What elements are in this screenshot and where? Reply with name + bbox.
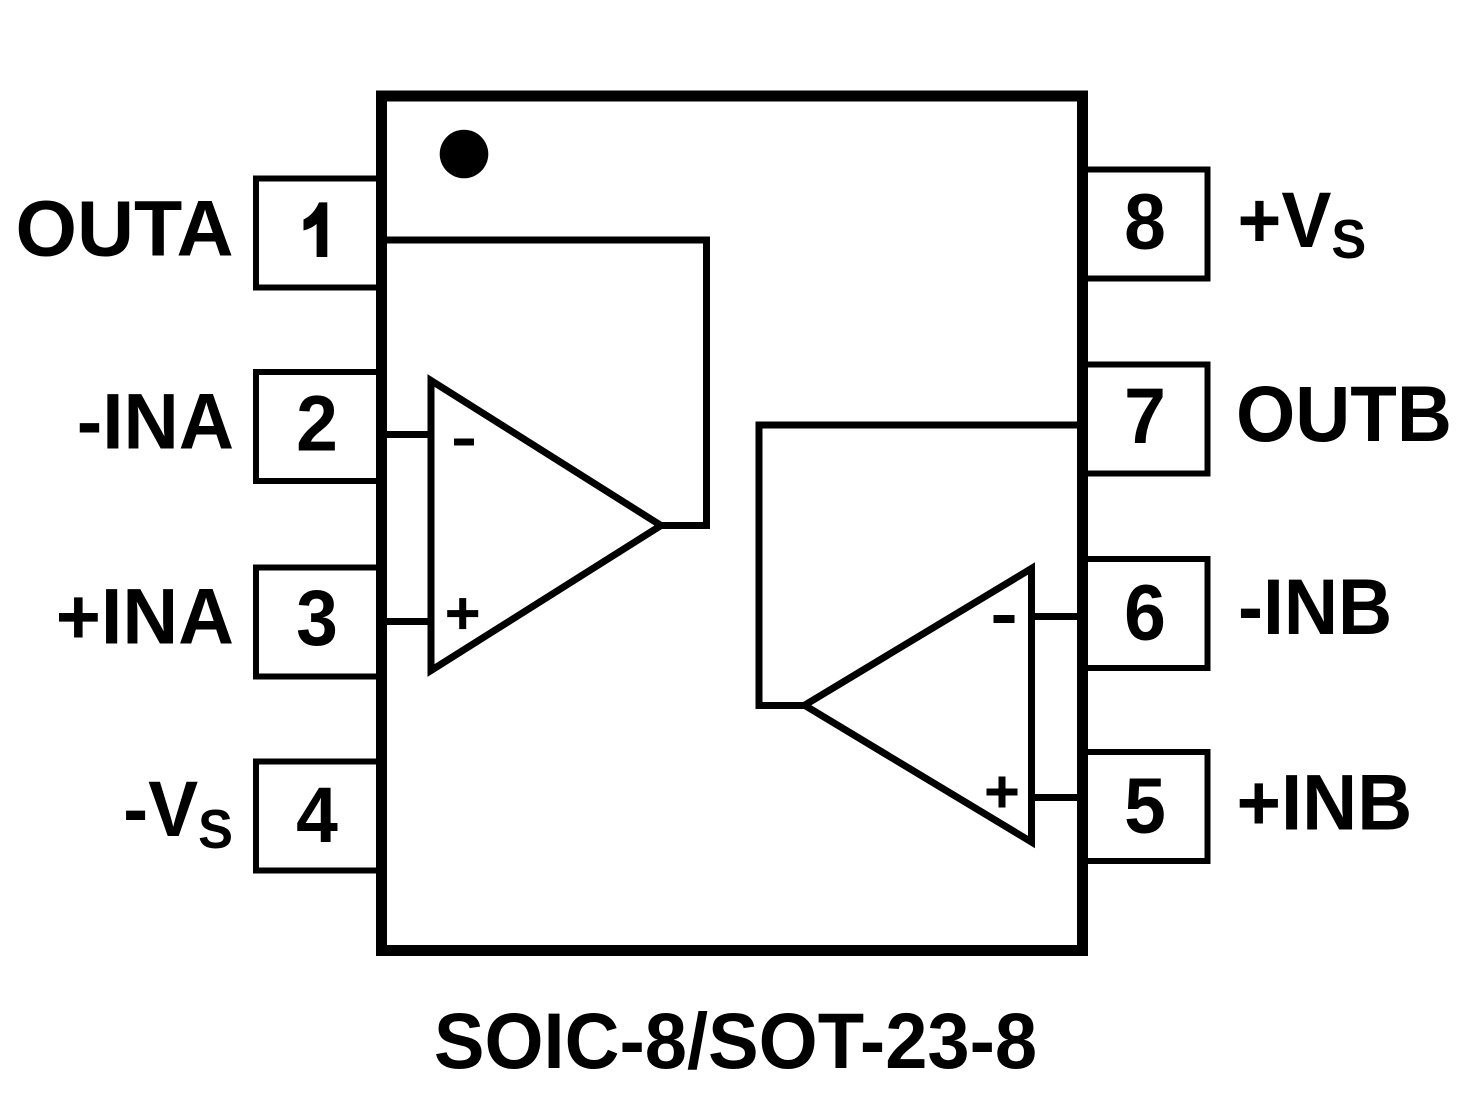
svg-text:5: 5 [1124,762,1166,850]
svg-text:8: 8 [1124,178,1166,266]
svg-text:OUTB: OUTB [1236,371,1452,459]
svg-text:OUTA: OUTA [16,184,234,273]
svg-text:7: 7 [1124,372,1166,460]
svg-text:-INB: -INB [1238,563,1392,651]
svg-text:4: 4 [296,771,338,859]
svg-text:2: 2 [296,380,338,468]
svg-text:+INA: +INA [56,572,234,661]
svg-text:3: 3 [296,574,338,662]
svg-text:SOIC-8/SOT-23-8: SOIC-8/SOT-23-8 [434,998,1037,1086]
svg-text:6: 6 [1124,569,1166,657]
svg-text:+INB: +INB [1237,759,1413,847]
svg-text:-INA: -INA [77,379,234,466]
